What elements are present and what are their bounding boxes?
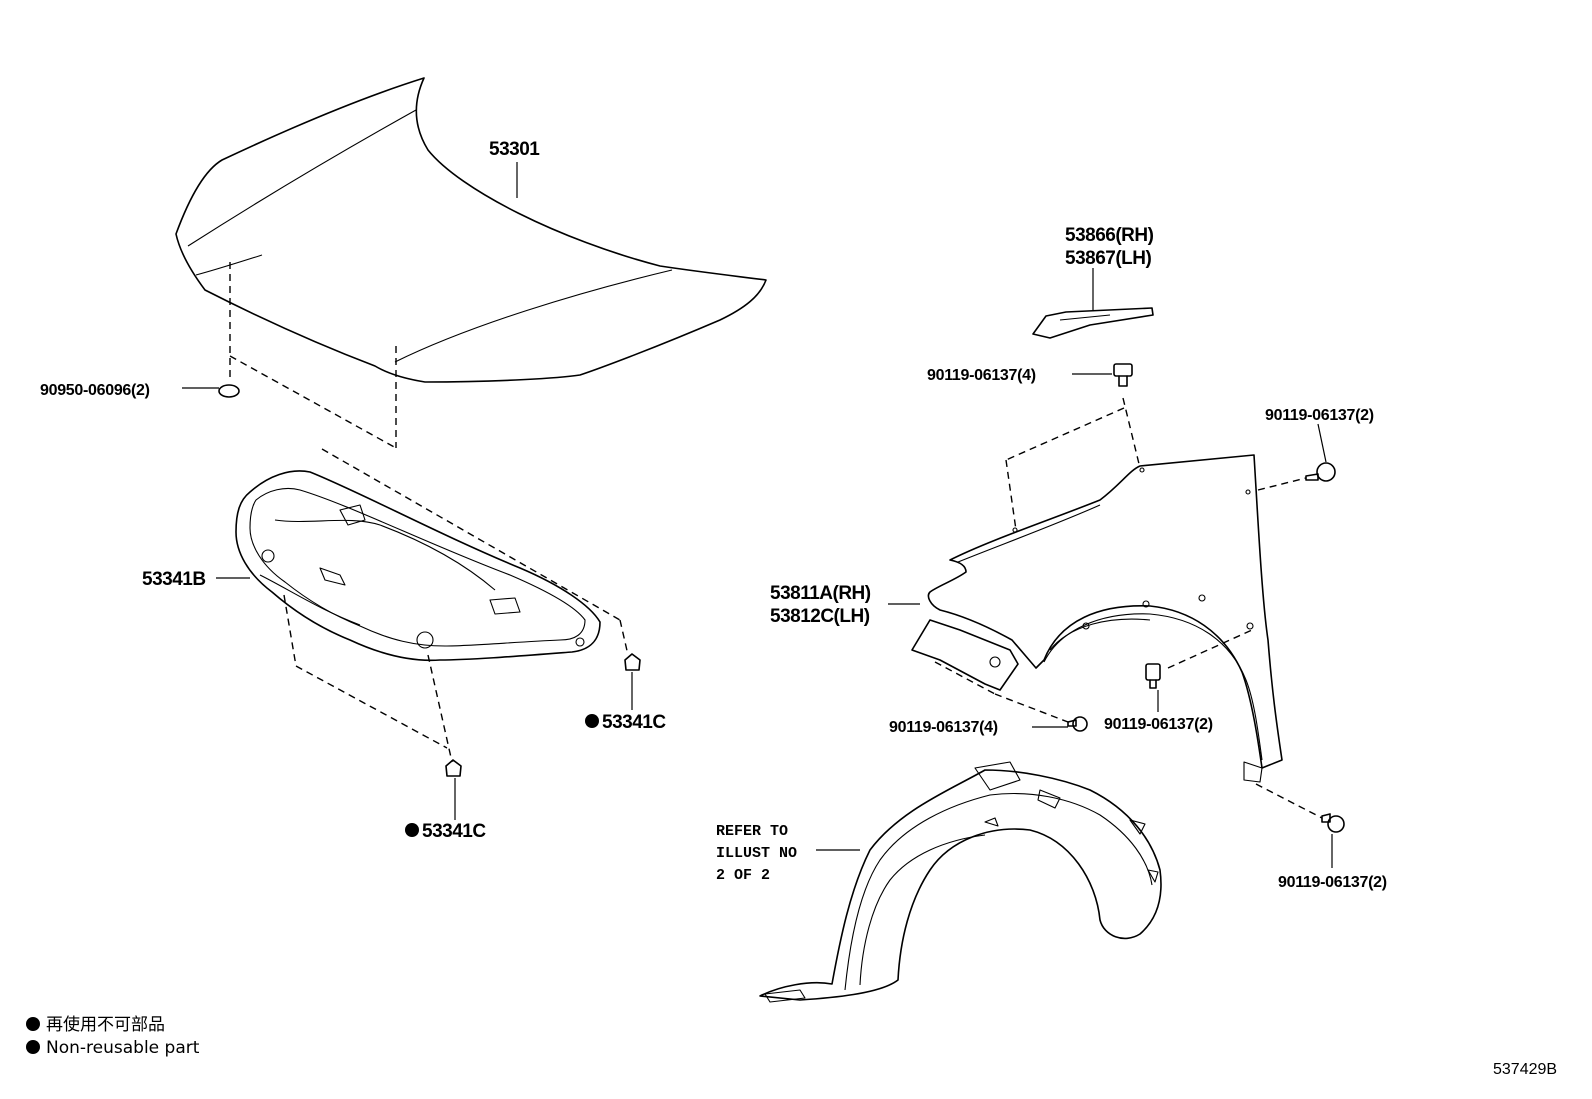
hood-seal-part <box>218 384 240 398</box>
label-bolt-lower-left: 90119-06137(4) <box>889 719 998 736</box>
legend-dot-en <box>26 1040 40 1054</box>
fender-seal-drawing <box>1032 307 1154 339</box>
label-clip-bottom: 53341C <box>422 821 486 842</box>
label-bolt-upper-right: 90119-06137(2) <box>1265 407 1374 424</box>
label-hood-insulator: 53341B <box>142 569 206 590</box>
non-reusable-mark <box>405 823 419 837</box>
bolt-lower-mid-part <box>1145 663 1161 689</box>
clip-right-part <box>624 653 641 671</box>
label-fender-seal-lh: 53867(LH) <box>1065 248 1151 269</box>
leader-lines <box>182 162 1333 868</box>
non-reusable-mark <box>585 714 599 728</box>
fender-guide-lines <box>934 397 1323 819</box>
label-hood: 53301 <box>489 139 540 160</box>
legend: 再使用不可部品 Non-reusable part <box>26 1014 200 1058</box>
fender-drawing <box>911 454 1283 783</box>
label-fender-lh: 53812C(LH) <box>770 606 870 627</box>
hood-insulator-drawing <box>235 470 601 662</box>
hood-drawing <box>175 77 767 383</box>
label-bolt-lower-mid: 90119-06137(2) <box>1104 716 1213 733</box>
label-hood-seal: 90950-06096(2) <box>40 382 150 399</box>
label-fender-rh: 53811A(RH) <box>770 583 871 604</box>
bolt-upper-right-part <box>1305 462 1336 482</box>
clip-bottom-part <box>445 759 462 777</box>
liner-note-line-1: REFER TO <box>716 823 788 840</box>
label-bolt-lower-right: 90119-06137(2) <box>1278 874 1387 891</box>
bolt-top-part <box>1113 363 1133 387</box>
legend-dot-jp <box>26 1017 40 1031</box>
label-bolt-top: 90119-06137(4) <box>927 367 1036 384</box>
hood-guide-lines <box>229 262 397 449</box>
label-fender-seal-rh: 53866(RH) <box>1065 225 1154 246</box>
bolt-lower-right-part <box>1321 813 1345 833</box>
legend-en: Non-reusable part <box>46 1038 200 1058</box>
bolt-lower-left-part <box>1067 716 1088 732</box>
illustration-code: 537429B <box>1493 1061 1557 1078</box>
insulator-guide-lines <box>283 448 629 763</box>
liner-note-line-3: 2 OF 2 <box>716 867 770 884</box>
liner-note-line-2: ILLUST NO <box>716 845 797 862</box>
legend-jp: 再使用不可部品 <box>46 1014 165 1035</box>
label-clip-right: 53341C <box>602 712 666 733</box>
fender-liner-drawing <box>759 761 1162 1003</box>
